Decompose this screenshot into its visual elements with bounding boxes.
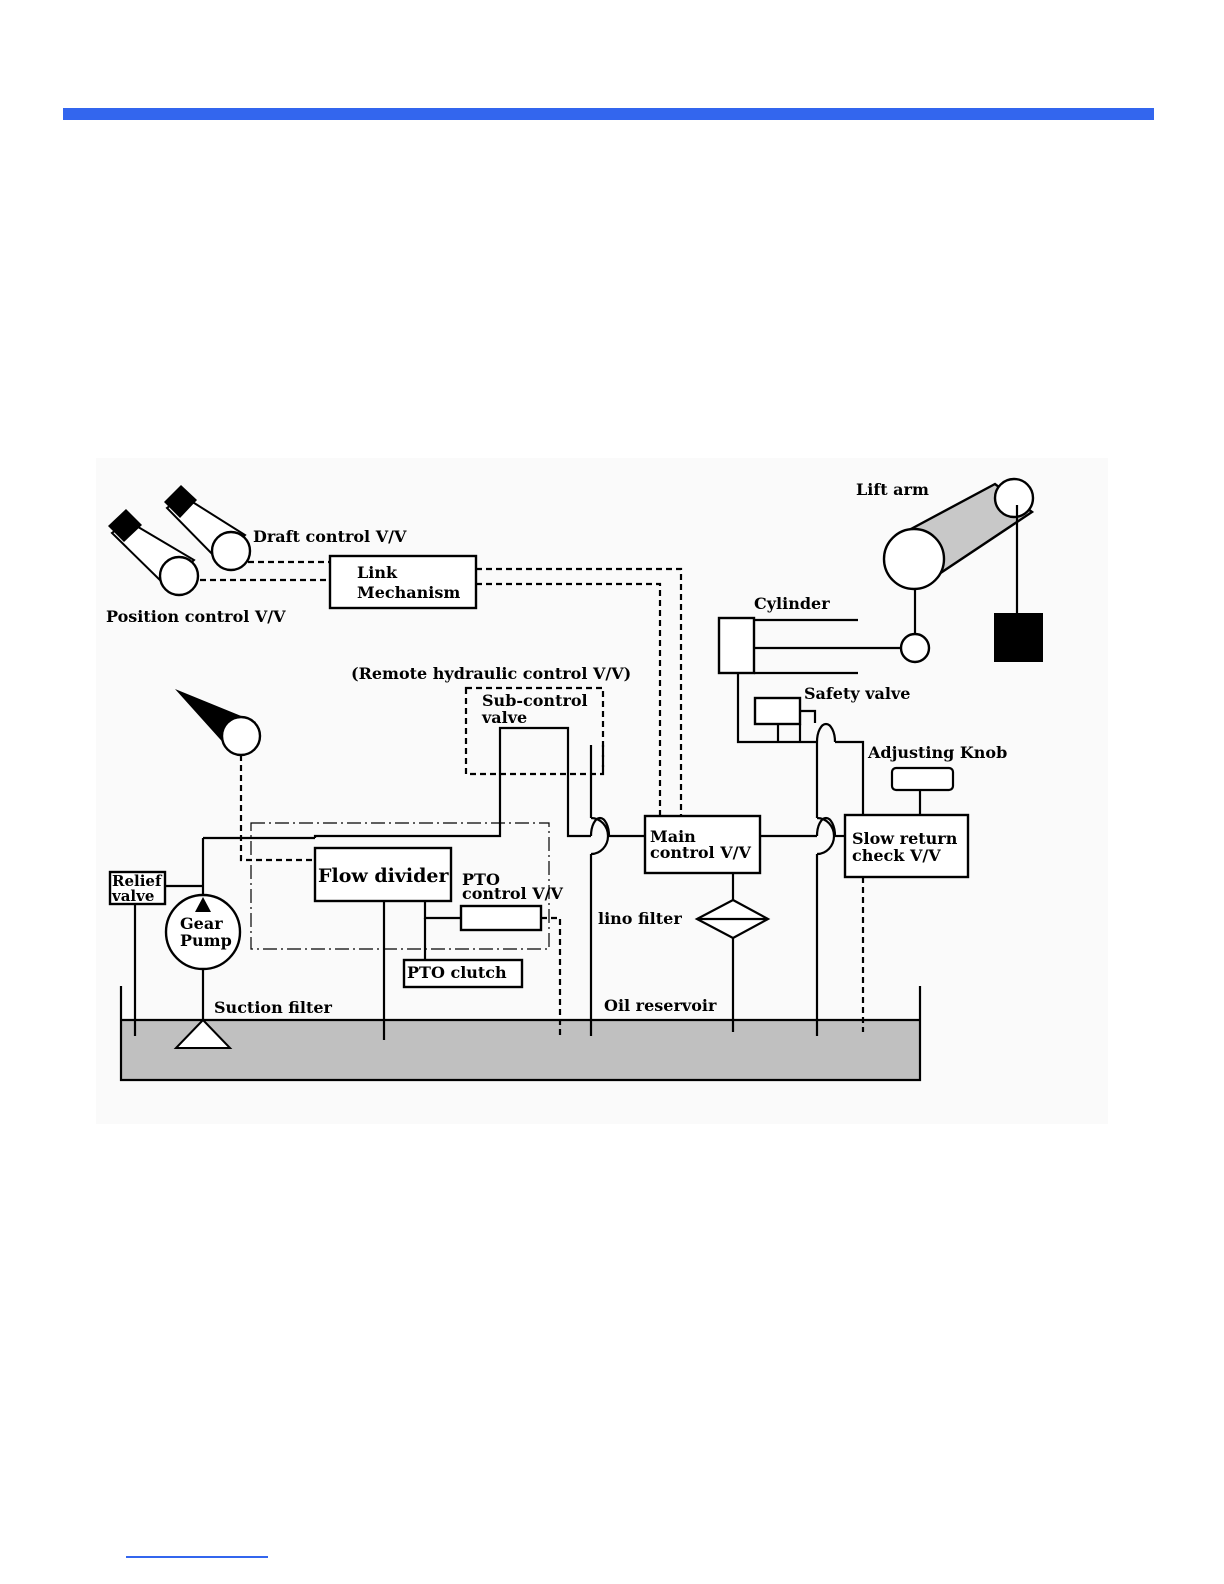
flow-divider-label: Flow divider xyxy=(318,865,449,887)
adjusting-knob-label: Adjusting Knob xyxy=(867,743,1007,762)
draft-control-label: Draft control V/V xyxy=(253,527,407,546)
lift-arm-hub xyxy=(884,529,944,589)
oil-reservoir-label: Oil reservoir xyxy=(604,996,717,1015)
remote-control-label: (Remote hydraulic control V/V) xyxy=(351,664,631,683)
lift-arm-label: Lift arm xyxy=(856,480,929,499)
cylinder-body xyxy=(719,618,754,673)
draft-control-knob xyxy=(212,532,250,570)
sub-control-label-2: valve xyxy=(481,708,527,727)
position-control-knob xyxy=(160,557,198,595)
pto-control-label-2: control V/V xyxy=(462,884,563,903)
slow-return-label-2: check V/V xyxy=(852,846,941,865)
remote-control-knob xyxy=(222,717,260,755)
safety-valve-label: Safety valve xyxy=(804,684,910,703)
lift-load-weight xyxy=(994,613,1043,662)
pto-control-valve-box xyxy=(461,906,541,930)
lift-arm-end xyxy=(995,479,1033,517)
oil-reservoir-fluid xyxy=(121,1020,920,1080)
cylinder-label: Cylinder xyxy=(754,594,830,613)
adjusting-knob-box xyxy=(892,768,953,790)
pto-clutch-label: PTO clutch xyxy=(407,963,507,982)
safety-valve-box xyxy=(755,698,800,724)
link-mechanism-label-2: Mechanism xyxy=(357,583,460,602)
line-filter-label: lino filter xyxy=(598,909,682,928)
suction-filter-label: Suction filter xyxy=(214,998,333,1017)
main-control-label-2: control V/V xyxy=(650,843,751,862)
cylinder-pivot xyxy=(901,634,929,662)
relief-valve-label-2: valve xyxy=(111,887,154,905)
link-mechanism-label: Link xyxy=(357,563,398,582)
gear-pump-label-2: Pump xyxy=(180,931,232,950)
position-control-label: Position control V/V xyxy=(106,607,286,626)
footer-link-underline[interactable] xyxy=(126,1556,268,1558)
